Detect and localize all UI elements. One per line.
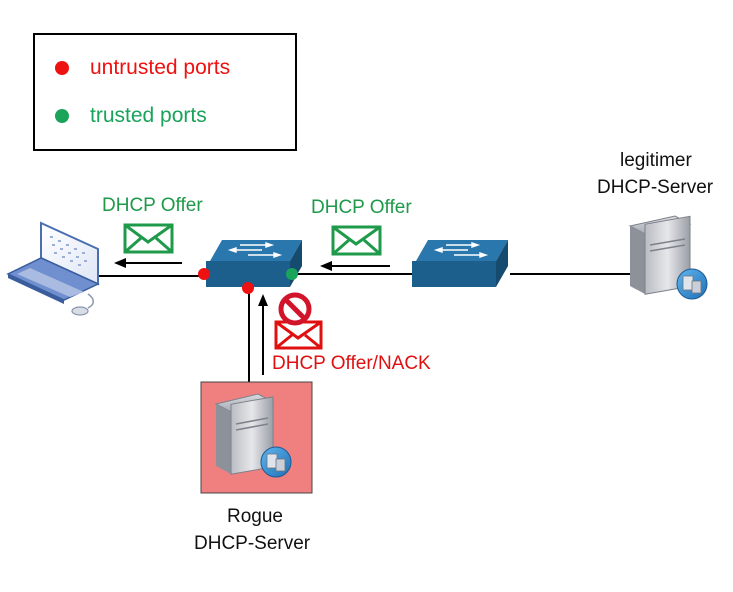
server-icon <box>628 215 708 300</box>
server-icon <box>214 393 292 478</box>
arrow-to-switch1 <box>320 261 390 271</box>
legend-untrusted-label: untrusted ports <box>90 56 231 79</box>
laptop-icon <box>6 221 100 316</box>
offer-label-right: DHCP Offer <box>311 197 412 218</box>
prohibited-icon <box>278 292 312 326</box>
offer-label-left: DHCP Offer <box>102 195 203 216</box>
network-switch-icon <box>412 240 508 287</box>
envelope-icon <box>331 225 382 256</box>
legend-trusted-label: trusted ports <box>90 104 207 127</box>
arrow-to-laptop <box>114 258 182 268</box>
arrow-up-from-rogue <box>258 294 268 375</box>
legend <box>33 33 297 151</box>
untrusted-port-marker <box>198 268 210 280</box>
trusted-port-marker <box>286 268 298 280</box>
legit-server-label-line2: DHCP-Server <box>597 177 714 198</box>
rogue-server-label-line1: Rogue <box>227 506 283 527</box>
rogue-server-label-line2: DHCP-Server <box>194 533 311 554</box>
legend-untrusted-dot <box>55 61 69 75</box>
untrusted-port-marker <box>242 282 254 294</box>
envelope-icon <box>123 223 174 254</box>
legit-server-label-line1: legitimer <box>620 150 692 171</box>
legend-trusted-dot <box>55 109 69 123</box>
network-switch-icon <box>206 240 302 287</box>
offer-nack-label: DHCP Offer/NACK <box>272 353 431 374</box>
envelope-icon <box>274 320 323 350</box>
